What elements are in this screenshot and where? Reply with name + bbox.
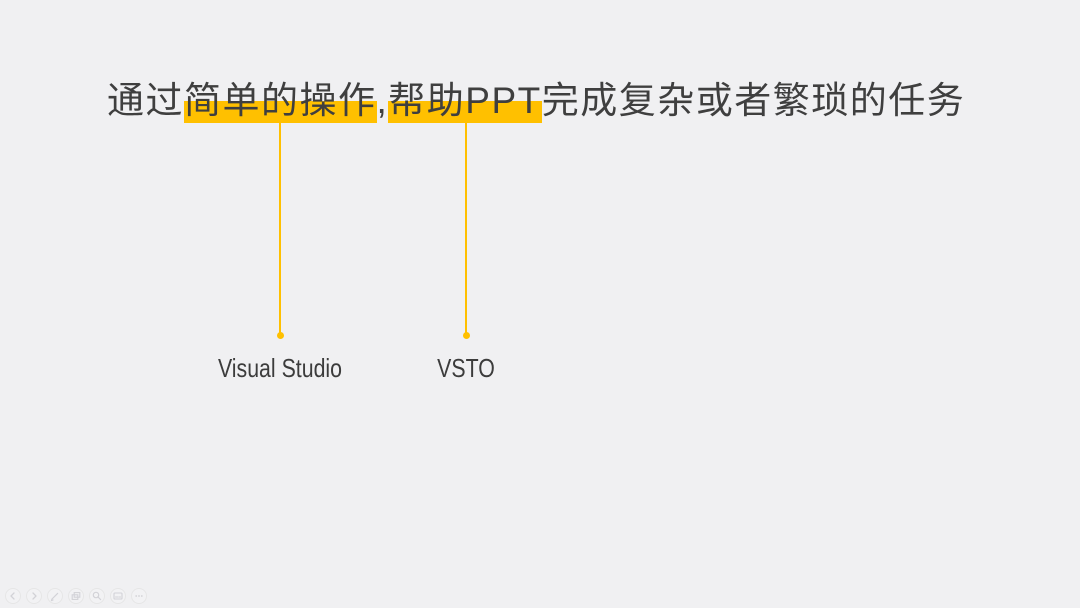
callout-dot: [276, 332, 284, 339]
subtitles-button[interactable]: [110, 588, 126, 604]
chevron-right-icon: [32, 592, 37, 600]
more-options-button[interactable]: [131, 588, 147, 604]
presenter-toolbar: [5, 588, 147, 604]
pen-icon: [50, 592, 59, 602]
callout-label-vsto: VSTO: [437, 353, 495, 383]
previous-slide-button[interactable]: [5, 588, 21, 604]
magnifier-icon: [92, 591, 102, 601]
ellipsis-icon: [135, 595, 143, 597]
title-segment: 完成复杂或者繁琐的任务: [541, 80, 966, 121]
captions-icon: [113, 592, 123, 600]
callout-line-vsto: [462, 123, 470, 339]
zoom-button[interactable]: [89, 588, 105, 604]
slide-title: 通过简单的操作,帮助PPT完成复杂或者繁琐的任务: [107, 80, 966, 124]
title-segment-comma: ,: [376, 80, 389, 121]
pen-button[interactable]: [47, 588, 63, 604]
highlighted-text-simple-operation: 简单的操作: [184, 80, 377, 124]
callout-dot: [462, 332, 470, 339]
slides-icon: [71, 592, 81, 600]
all-slides-button[interactable]: [68, 588, 84, 604]
next-slide-button[interactable]: [26, 588, 42, 604]
callout-label-visual-studio: Visual Studio: [217, 353, 343, 383]
callout-line-visual-studio: [276, 123, 284, 339]
highlighted-text-help-ppt: 帮助PPT: [388, 80, 542, 124]
chevron-left-icon: [10, 592, 15, 600]
title-segment: 通过: [107, 80, 184, 121]
